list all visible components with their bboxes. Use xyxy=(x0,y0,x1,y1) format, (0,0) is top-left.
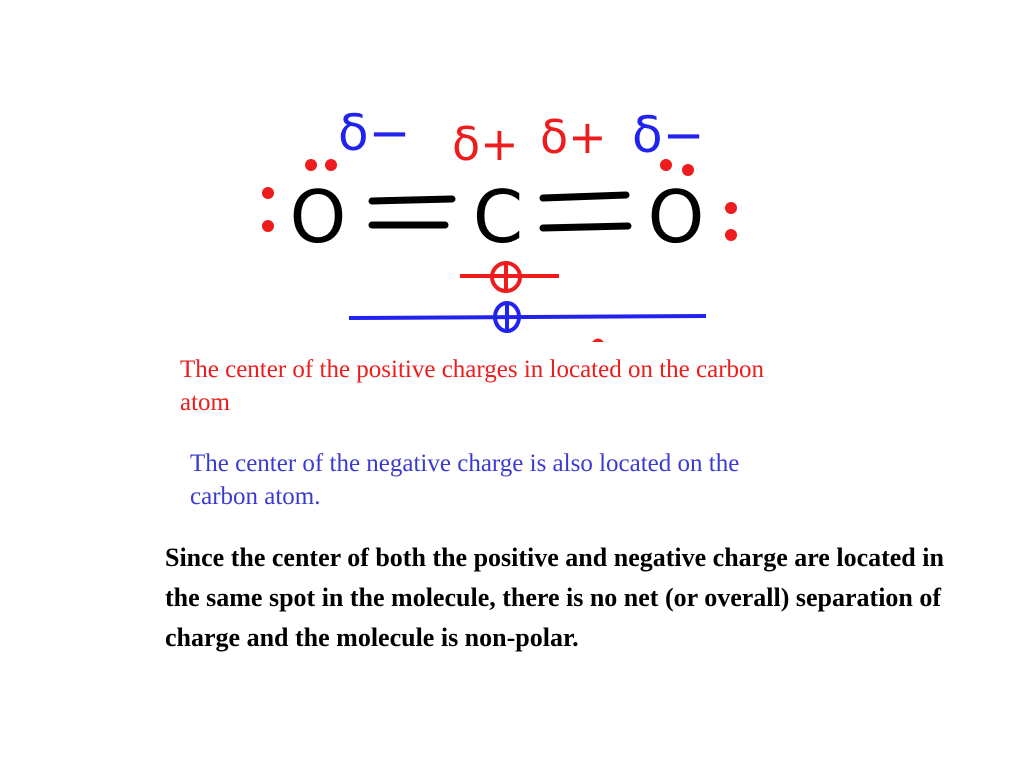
partial-charge-carbon-right: δ+ xyxy=(540,110,607,164)
positive-charge-caption: The center of the positive charges in lo… xyxy=(180,356,765,416)
negative-charge-center-marker xyxy=(348,301,707,333)
negative-charge-caption: The center of the negative charge is als… xyxy=(190,450,740,510)
partial-charge-right-oxygen: δ− xyxy=(632,106,705,164)
double-bond-left xyxy=(368,195,456,229)
double-bond-right xyxy=(539,191,632,232)
atom-carbon: C xyxy=(473,175,523,259)
partial-charge-left-oxygen: δ− xyxy=(338,104,411,162)
co2-polarity-diagram: δ− δ+ δ+ δ− O C O xyxy=(262,104,737,342)
atom-left-oxygen: O xyxy=(290,175,347,259)
positive-charge-center-marker xyxy=(460,261,559,293)
partial-charge-carbon-left: δ+ xyxy=(452,117,519,171)
red-mark-fragment xyxy=(592,338,604,342)
lone-pair-left-oxygen-side xyxy=(262,187,274,232)
atom-right-oxygen: O xyxy=(648,175,705,259)
lone-pair-right-oxygen-top xyxy=(660,159,694,176)
nonpolar-conclusion: Since the center of both the positive an… xyxy=(165,543,944,652)
lone-pair-left-oxygen-top xyxy=(305,159,337,171)
lone-pair-right-oxygen-side xyxy=(725,202,737,241)
